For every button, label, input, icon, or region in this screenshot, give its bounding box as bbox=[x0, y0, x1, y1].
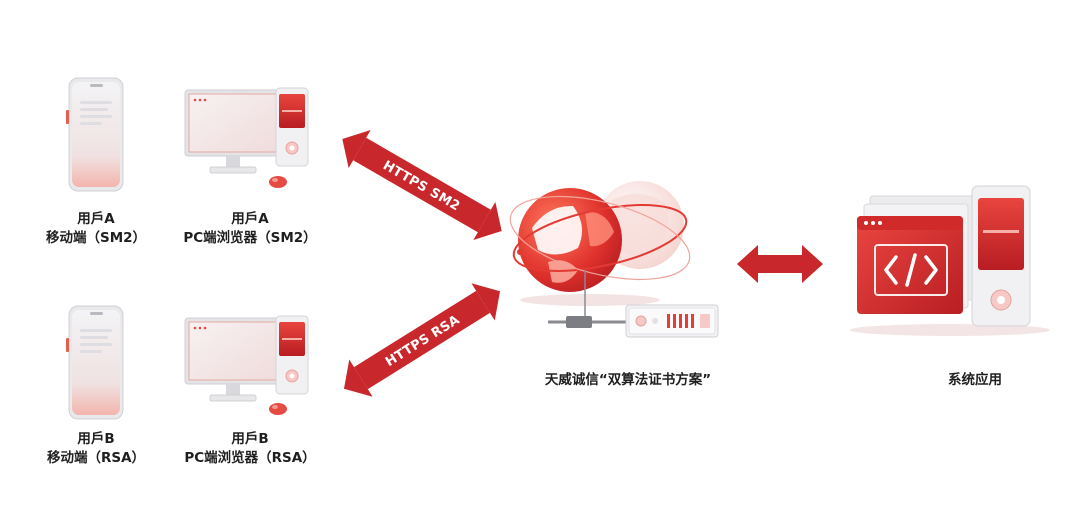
label-user-b-pc: 用戶B PC端浏览器（RSA） bbox=[184, 430, 315, 468]
pc-b-icon bbox=[184, 315, 309, 415]
arrow-https-rsa: HTTPS RSA bbox=[343, 283, 501, 397]
label-user-b-pc-line1: 用戶B bbox=[231, 431, 269, 447]
arrow-rsa-label: HTTPS RSA bbox=[383, 313, 463, 370]
label-user-a-mobile-line2: 移动端（SM2） bbox=[45, 230, 147, 246]
label-gateway-text: 天威诚信“双算法证书方案” bbox=[544, 372, 712, 388]
label-system-text: 系统应用 bbox=[948, 372, 1002, 388]
label-user-a-pc: 用戶A PC端浏览器（SM2） bbox=[183, 210, 316, 248]
label-user-b-mobile-line2: 移动端（RSA） bbox=[46, 450, 146, 466]
label-user-a-mobile-line1: 用戶A bbox=[77, 211, 115, 227]
arrow-gateway-system bbox=[737, 245, 823, 283]
label-user-b-mobile: 用戶B 移动端（RSA） bbox=[47, 430, 145, 468]
label-user-a-mobile: 用戶A 移动端（SM2） bbox=[46, 210, 146, 248]
label-user-b-pc-line2: PC端浏览器（RSA） bbox=[184, 450, 316, 466]
arrow-https-sm2: HTTPS SM2 bbox=[342, 129, 502, 241]
globe-icon bbox=[509, 181, 691, 306]
label-user-b-mobile-line1: 用戶B bbox=[77, 431, 115, 447]
label-system: 系统应用 bbox=[948, 371, 1002, 390]
label-user-a-pc-line1: 用戶A bbox=[231, 211, 269, 227]
phone-a-icon bbox=[66, 77, 124, 192]
label-user-a-pc-line2: PC端浏览器（SM2） bbox=[183, 230, 317, 246]
phone-b-icon bbox=[66, 305, 124, 420]
pc-a-icon bbox=[184, 87, 309, 188]
system-application-icon bbox=[850, 185, 1050, 336]
gateway-device-icon bbox=[548, 270, 719, 338]
label-gateway: 天威诚信“双算法证书方案” bbox=[545, 371, 711, 390]
